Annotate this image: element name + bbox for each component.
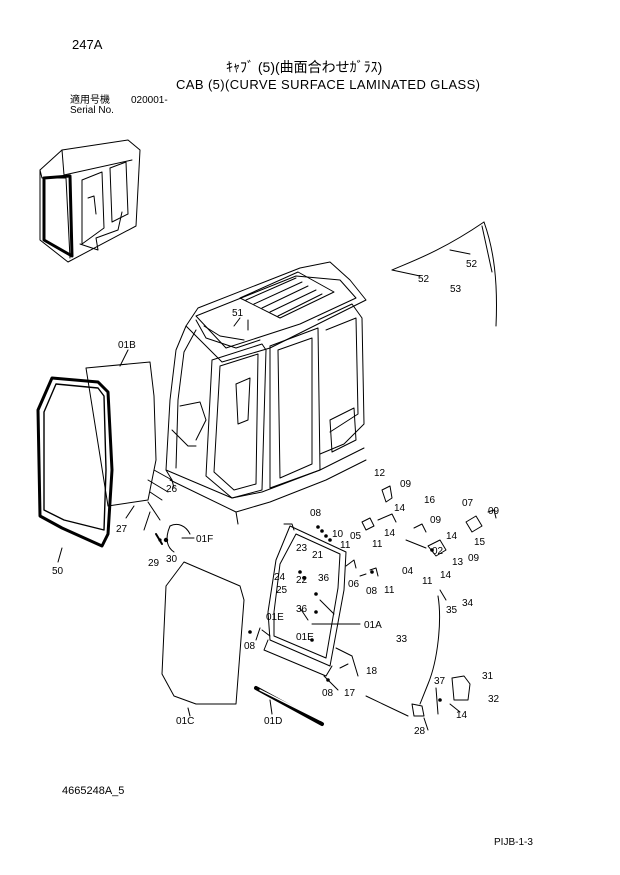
callout-01C: 01C (176, 716, 194, 727)
callout-07: 07 (462, 498, 474, 509)
callout-09: 09 (430, 515, 442, 526)
callout-12: 12 (374, 468, 386, 479)
lower-seal-strip (254, 686, 324, 726)
callout-09: 09 (400, 479, 412, 490)
roof-molding (391, 221, 497, 327)
callout-09: 09 (468, 553, 480, 564)
callout-23: 23 (296, 543, 308, 554)
callout-33: 33 (396, 634, 408, 645)
title-japanese: ｷｬﾌﾞ (5)(曲面合わせｶﾞﾗｽ) (226, 59, 383, 75)
callout-08: 08 (366, 586, 378, 597)
hardware-leaders (57, 317, 497, 731)
callout-01E: 01E (296, 632, 314, 643)
callout-01A: 01A (364, 620, 382, 631)
callout-labels: 51 52 52 53 01B 26 27 50 01F 29 30 12 09… (52, 259, 500, 737)
callout-35: 35 (446, 605, 458, 616)
callout-18: 18 (366, 666, 378, 677)
callout-06: 06 (348, 579, 360, 590)
callout-37: 37 (434, 676, 446, 687)
callout-15: 15 (474, 537, 486, 548)
callout-14: 14 (394, 503, 406, 514)
callout-36: 36 (296, 604, 308, 615)
page-code: PIJB-1-3 (494, 837, 533, 848)
callout-11: 11 (340, 540, 351, 551)
callout-11: 11 (372, 539, 383, 550)
callout-14: 14 (440, 570, 452, 581)
callout-01E: 01E (266, 612, 284, 623)
callout-09: 09 (488, 506, 500, 517)
callout-24: 24 (274, 572, 286, 583)
document-number: 4665248A_5 (62, 785, 125, 797)
callout-14: 14 (446, 531, 458, 542)
callout-51: 51 (232, 308, 244, 319)
title-english: CAB (5)(CURVE SURFACE LAMINATED GLASS) (176, 77, 481, 92)
callout-04: 04 (402, 566, 414, 577)
cab-frame (165, 261, 367, 525)
callout-01F: 01F (196, 534, 213, 545)
callout-08: 08 (322, 688, 334, 699)
callout-11: 11 (384, 585, 395, 596)
callout-01D: 01D (264, 716, 282, 727)
callout-02: 02 (432, 546, 444, 557)
callout-21: 21 (312, 550, 324, 561)
callout-34: 34 (462, 598, 474, 609)
serial-label-english: Serial No. (70, 105, 114, 116)
callout-05: 05 (350, 531, 362, 542)
callout-13: 13 (452, 557, 464, 568)
callout-11: 11 (422, 576, 433, 587)
serial-label-japanese: 適用号機 (70, 95, 110, 106)
callout-22: 22 (296, 575, 308, 586)
callout-29: 29 (148, 558, 160, 569)
page-number: 247A (72, 37, 103, 52)
door-frame (261, 523, 347, 677)
callout-32: 32 (488, 694, 500, 705)
rear-glass-and-seal (36, 361, 191, 553)
callout-52: 52 (418, 274, 430, 285)
callout-27: 27 (116, 524, 128, 535)
callout-25: 25 (276, 585, 288, 596)
front-glass (161, 561, 245, 705)
serial-number-range: 020001- (131, 95, 168, 106)
callout-52: 52 (466, 259, 478, 270)
callout-50: 50 (52, 566, 64, 577)
callout-26: 26 (166, 484, 178, 495)
callout-10: 10 (332, 529, 344, 540)
callout-14: 14 (384, 528, 396, 539)
callout-17: 17 (344, 688, 356, 699)
callout-36: 36 (318, 573, 330, 584)
cab-thumbnail (39, 139, 141, 263)
fasteners (158, 525, 442, 702)
callout-16: 16 (424, 495, 436, 506)
callout-01B: 01B (118, 340, 136, 351)
callout-31: 31 (482, 671, 494, 682)
callout-30: 30 (166, 554, 178, 565)
callout-08: 08 (310, 508, 322, 519)
callout-14: 14 (456, 710, 468, 721)
callout-28: 28 (414, 726, 426, 737)
callout-08: 08 (244, 641, 256, 652)
callout-53: 53 (450, 284, 462, 295)
